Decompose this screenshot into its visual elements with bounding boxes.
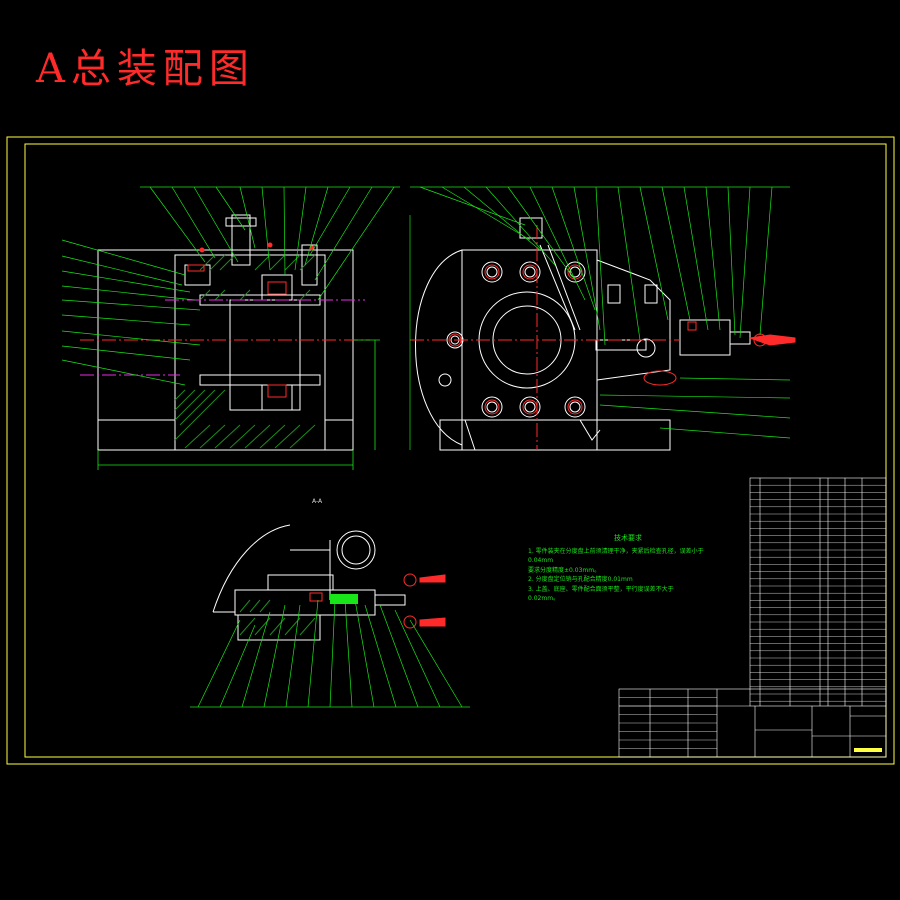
front-section-dimensions — [97, 339, 380, 470]
technical-requirement-line: 要求分度精度±0.03mm。 — [528, 566, 601, 574]
technical-requirement-line: 2. 分度盘定位销与孔配合精度0.01mm — [528, 576, 633, 583]
side-view-leaders — [409, 186, 791, 450]
side-view — [415, 217, 751, 451]
section-aa-red-accents — [309, 573, 446, 629]
inner-frame — [24, 143, 887, 758]
technical-requirements: 技术要求 1. 零件装夹在分度盘上前须清理干净，夹紧后检查孔径，误差小于0.04… — [528, 534, 728, 604]
front-section-leaders — [61, 186, 400, 386]
technical-requirements-heading: 技术要求 — [614, 534, 642, 542]
front-section-hatching — [174, 254, 316, 449]
title-block-marks — [854, 748, 882, 752]
title-block-rows — [619, 697, 717, 749]
technical-requirement-line: 0.02mm。 — [528, 595, 560, 602]
section-aa-green-parts — [330, 594, 358, 604]
front-section-centerlines — [80, 299, 370, 376]
front-section-red-accents — [187, 242, 315, 398]
parts-list-table — [749, 477, 887, 707]
technical-requirement-line: 1. 零件装夹在分度盘上前须清理干净，夹紧后检查孔径，误差小于0.04mm — [528, 547, 704, 565]
parts-list-rows — [750, 485, 886, 702]
technical-requirement-line: 3. 上盖、底座、零件配合面须平整，平行度误差不大于 — [528, 585, 674, 593]
outer-frame — [6, 136, 895, 765]
section-aa-leaders — [190, 599, 470, 708]
drawing-title: A总装配图 — [36, 46, 255, 92]
section-aa-view — [212, 524, 406, 641]
section-label: A-A — [312, 498, 323, 505]
side-view-centerlines — [410, 225, 680, 450]
section-aa-hatching — [239, 599, 316, 636]
front-section-view — [97, 214, 354, 451]
